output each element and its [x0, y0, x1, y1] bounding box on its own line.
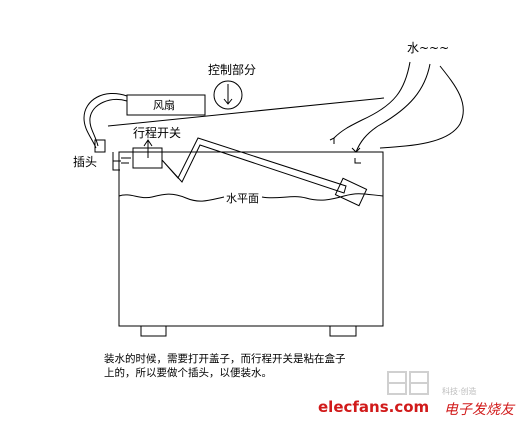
travel-switch-label: 行程开关 [133, 125, 181, 140]
water-stream-1 [333, 61, 411, 139]
control-arrow-icon [223, 84, 233, 105]
watermark-brand: 电子发烧友 [444, 402, 514, 418]
watermark-sub: 科技·创造 [442, 387, 477, 396]
control-circle [213, 80, 243, 110]
plug-label: 插头 [73, 155, 97, 169]
water-stream-3 [379, 65, 464, 149]
note-line-2: 上的，所以要做个插头，以便装水。 [104, 367, 272, 379]
plug-lines [121, 157, 131, 164]
float-box [334, 177, 368, 207]
note-line-1: 装水的时候，需要打开盖子，而行程开关是粘在盒子 [104, 353, 346, 365]
water-surface-label: 水平面 [226, 192, 259, 205]
water-stream-2 [355, 63, 431, 153]
tank-body [118, 151, 384, 327]
note-text: 装水的时候，需要打开盖子，而行程开关是粘在盒子 上的，所以要做个插头，以便装水。 [104, 352, 404, 380]
water-surface-line [118, 193, 384, 202]
plug-connector [112, 152, 121, 171]
travel-switch-pointer [143, 139, 153, 158]
control-part-label: 控制部分 [208, 62, 256, 77]
fan-label: 风扇 [153, 98, 175, 112]
float-lever [161, 137, 347, 194]
tank-foot-left [140, 325, 167, 337]
power-cable [89, 99, 128, 147]
power-cable-outer [83, 92, 128, 149]
watermark-logo [387, 371, 429, 395]
fan-box [126, 94, 206, 116]
water-arrow-head-1 [329, 137, 335, 144]
tank-foot-right [329, 325, 357, 337]
lid-notch [354, 158, 361, 164]
plug-head [94, 139, 106, 153]
lid-line [107, 97, 385, 127]
watermark-site: elecfans.com [318, 398, 430, 416]
water-label: 水~~~ [407, 41, 449, 55]
water-arrow-head-2 [351, 147, 361, 153]
